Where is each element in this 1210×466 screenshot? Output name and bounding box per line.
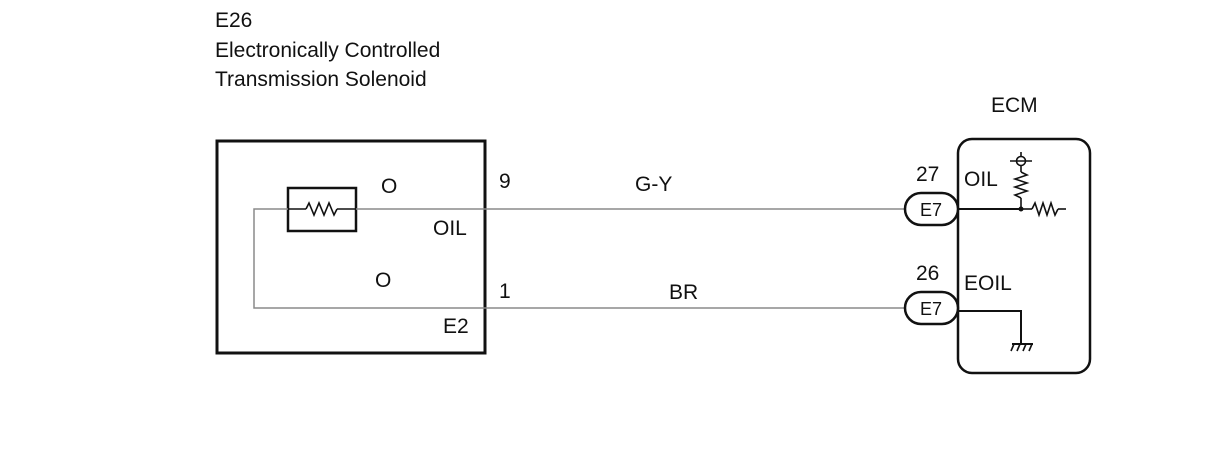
- ecm-box: [956, 137, 1092, 375]
- component-marker-bottom: O: [375, 269, 391, 292]
- component-pin-oil-label: OIL: [433, 217, 467, 240]
- solenoid-component-box: [215, 139, 487, 355]
- solenoid-resistor-icon: [288, 200, 356, 218]
- wire-2-from-pin: 1: [499, 280, 511, 303]
- component-code: E26: [215, 9, 252, 32]
- wire-1-color-code: G-Y: [635, 173, 672, 196]
- ecm-pin-26-number: 26: [916, 262, 939, 285]
- ecm-pin-oil-label: OIL: [964, 168, 998, 191]
- component-name-line2: Transmission Solenoid: [215, 68, 427, 91]
- ecm-pullup-circuit-icon: [958, 152, 1066, 218]
- component-marker-top: O: [381, 175, 397, 198]
- component-pin-e2-label: E2: [443, 315, 469, 338]
- ecm-pin-27-number: 27: [916, 163, 939, 186]
- ecm-title: ECM: [991, 94, 1038, 117]
- ecm-ground-icon: [958, 310, 1033, 352]
- connector-e7-bottom: [903, 290, 960, 326]
- connector-e7-top-label: E7: [920, 200, 942, 220]
- ecm-pin-eoil-label: EOIL: [964, 272, 1012, 295]
- wire-2-color-code: BR: [669, 281, 698, 304]
- wire-1-from-pin: 9: [499, 170, 511, 193]
- component-name-line1: Electronically Controlled: [215, 39, 440, 62]
- connector-e7-bottom-label: E7: [920, 299, 942, 319]
- solenoid-internal-wire: [253, 208, 484, 309]
